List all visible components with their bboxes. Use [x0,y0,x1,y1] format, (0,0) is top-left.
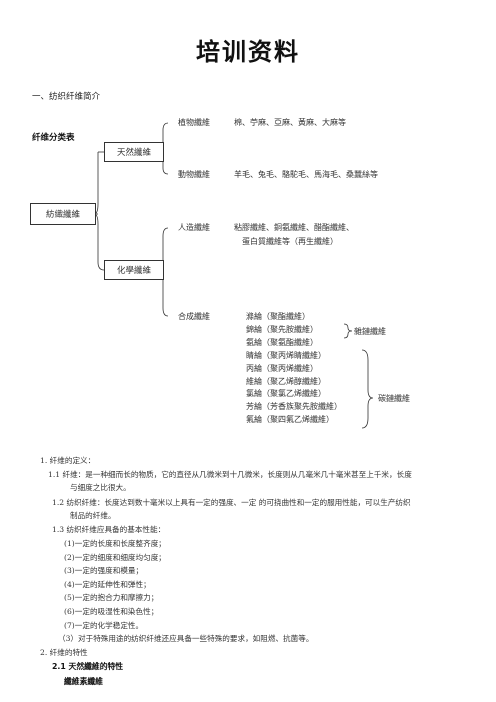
characteristics-heading: 2. 纤维的特性 [40,648,88,657]
synthetic-fiber-label: 合成纖維 [178,312,210,321]
fiber-definition-cont: 与细度之比很大。 [70,483,131,492]
chemical-fiber-box: 化學纖維 [104,260,164,280]
properties-heading: 1.3 纺织纤维应具备的基本性能： [52,525,166,534]
list-item: (7)一定的化学稳定性。 [64,620,144,630]
list-item: 錦綸（聚先胺纖維） [246,324,318,334]
natural-fiber-characteristics: 2.1 天然纖維的特性 [52,662,124,671]
animal-fiber-label: 動物纖維 [178,170,210,179]
classification-label: 纤维分类表 [32,133,75,143]
list-item: (5)一定的抱合力和摩擦力； [64,593,159,603]
list-item: 睛綸（聚丙烯睛纖維） [246,350,326,360]
manmade-fiber-items-2: 蛋白質纖維等（再生纖維） [242,237,338,246]
natural-fiber-box: 天然纖維 [104,142,164,162]
synthetic-fiber-list: 滌綸（聚酯纖維） 錦綸（聚先胺纖維） 氨綸（聚氨酯纖維） 睛綸（聚丙烯睛纖維） … [246,311,342,427]
list-item: 氯綸（聚氯乙烯纖維） [246,389,326,399]
special-requirements: （3）对于特殊用途的纺织纤维还应具备一些特殊的要求，如阻燃、抗菌等。 [58,634,314,643]
textile-fiber-box: 紡織纖維 [30,203,96,225]
textile-fiber-definition-cont: 制品的纤维。 [70,511,116,520]
cellulose-fiber-heading: 纖維素纖維 [64,677,103,686]
list-item: 氟綸（聚四氟乙烯纖維） [246,415,334,425]
definition-heading: 1. 纤维的定义： [40,456,96,465]
list-item: 芳綸（芳香族聚先胺纖維） [246,402,342,412]
manmade-fiber-label: 人造纖維 [178,223,210,232]
properties-list: (1)一定的长度和长度整齐度； (2)一定的细度和细度均匀度； (3)一定的强度… [64,537,166,632]
plant-fiber-label: 植物纖維 [178,118,210,127]
list-item: (3)一定的强度和模量； [64,566,144,576]
fiber-definition: 1.1 纤维：是一种细而长的物质，它的直径从几微米到十几微米，长度则从几毫米几十… [48,470,412,479]
carbon-chain-label: 碳鏈纖維 [378,394,410,403]
manmade-fiber-items-1: 粘膠纖維、銅氨纖維、醋酯纖維、 [234,223,354,232]
plant-fiber-items: 棉、苧麻、亞麻、黃麻、大麻等 [234,118,346,127]
page-title: 培训资料 [196,38,300,66]
list-item: 滌綸（聚酯纖維） [246,312,310,321]
animal-fiber-items: 羊毛、兔毛、駱駝毛、馬海毛、桑蠶絲等 [234,170,378,179]
list-item: (2)一定的细度和细度均匀度； [64,552,166,562]
hetero-chain-label: 雜鏈纖維 [354,327,386,336]
list-item: (4)一定的延伸性和弹性； [64,579,151,589]
list-item: 丙綸（聚丙烯纖維） [246,363,318,373]
list-item: (1)一定的长度和长度整齐度； [64,539,166,548]
list-item: (6)一定的吸湿性和染色性； [64,606,159,616]
list-item: 氨綸（聚氨酯纖維） [246,337,318,347]
textile-fiber-definition: 1.2 纺织纤维：长度达到数十毫米以上具有一定的强度、一定 的可挠曲性和一定的服… [52,498,411,507]
list-item: 維綸（聚乙烯醇纖維） [246,376,326,386]
section-heading: 一、纺织纤维简介 [32,92,101,102]
